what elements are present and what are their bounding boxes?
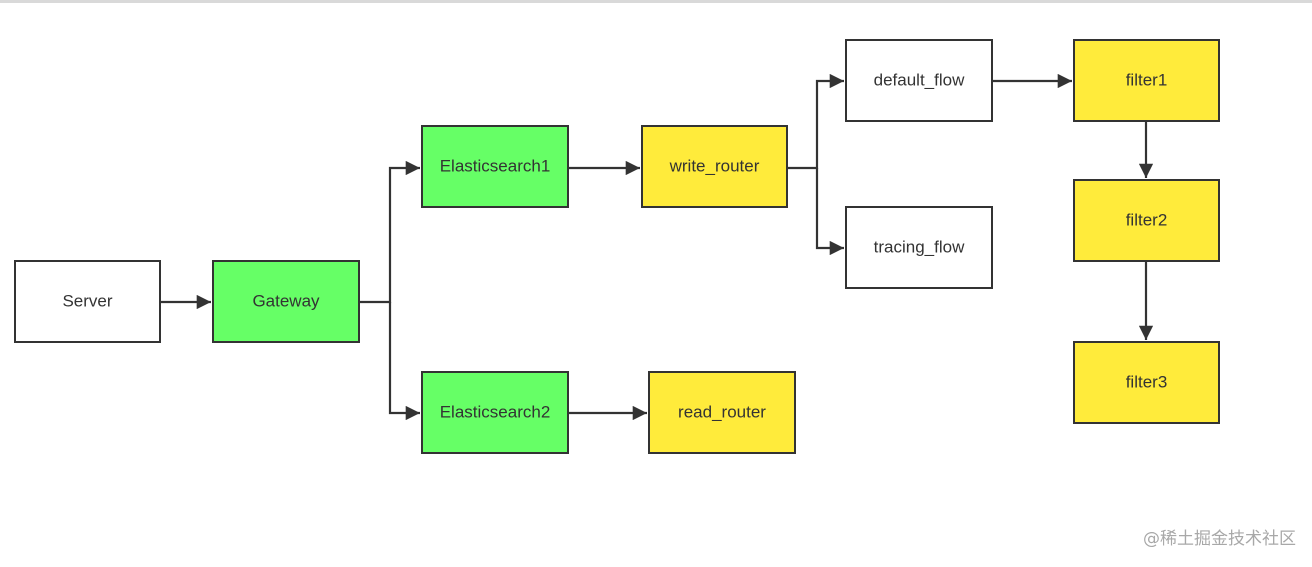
read-router-box	[648, 371, 796, 454]
elasticsearch1-label: Elasticsearch1	[440, 156, 551, 175]
elasticsearch2-label: Elasticsearch2	[440, 402, 551, 421]
elasticsearch2-box	[421, 371, 569, 454]
edges	[161, 73, 1154, 421]
node-elasticsearch2: Elasticsearch2	[421, 371, 569, 454]
tracing-flow-box	[845, 206, 993, 289]
server-label: Server	[62, 291, 112, 310]
default-flow-box	[845, 39, 993, 122]
edge-gateway-es1	[359, 160, 420, 304]
node-write-router: write_router	[641, 125, 788, 208]
node-filter2: filter2	[1073, 179, 1220, 262]
read-router-label: read_router	[678, 402, 766, 421]
node-tracing-flow: tracing_flow	[845, 206, 993, 289]
node-gateway: Gateway	[212, 260, 360, 343]
filter3-box	[1073, 341, 1220, 424]
tracing-flow-label: tracing_flow	[874, 237, 965, 256]
filter2-label: filter2	[1126, 210, 1168, 229]
filter1-box	[1073, 39, 1220, 122]
watermark: @稀土掘金技术社区	[1143, 529, 1296, 549]
node-filter3: filter3	[1073, 341, 1220, 424]
elasticsearch1-box	[421, 125, 569, 208]
node-filter1: filter1	[1073, 39, 1220, 122]
write-router-label: write_router	[669, 156, 760, 175]
node-elasticsearch1: Elasticsearch1	[421, 125, 569, 208]
server-box	[14, 260, 161, 343]
write-router-box	[641, 125, 788, 208]
top-border	[0, 0, 1312, 3]
edge-write-router-tracing-flow	[815, 168, 844, 256]
edge-write-router-default-flow	[787, 73, 844, 170]
default-flow-label: default_flow	[874, 70, 965, 89]
node-server: Server	[14, 260, 161, 343]
filter3-label: filter3	[1126, 372, 1168, 391]
edge-gateway-es2	[388, 302, 420, 421]
gateway-label: Gateway	[252, 291, 320, 310]
filter2-box	[1073, 179, 1220, 262]
node-default-flow: default_flow	[845, 39, 993, 122]
node-read-router: read_router	[648, 371, 796, 454]
gateway-box	[212, 260, 360, 343]
filter1-label: filter1	[1126, 70, 1168, 89]
